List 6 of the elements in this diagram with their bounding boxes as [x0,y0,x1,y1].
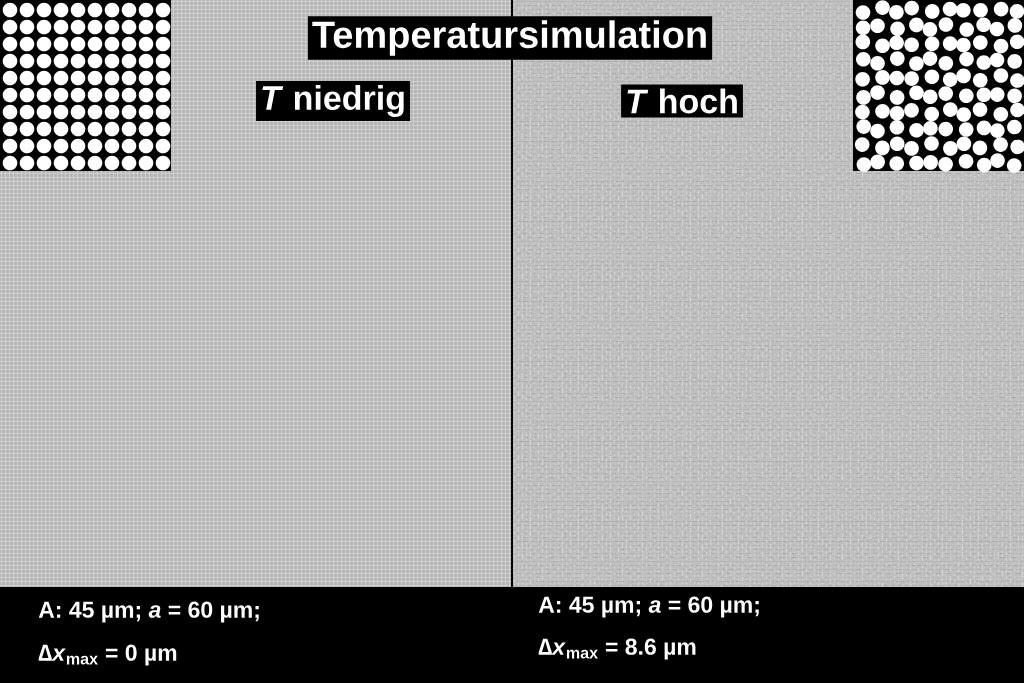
caption-text: ∆x$_{max}$ = 0 µm [38,644,177,666]
panel-label: T hoch [621,84,743,118]
caption-text: A: 45 µm; a = 60 µm; [38,601,259,623]
panel-label: T niedrig [256,81,410,121]
caption-text: ∆x$_{max}$ = 8.6 µm [538,638,696,660]
caption-text: A: 45 µm; a = 60 µm; [538,596,759,618]
